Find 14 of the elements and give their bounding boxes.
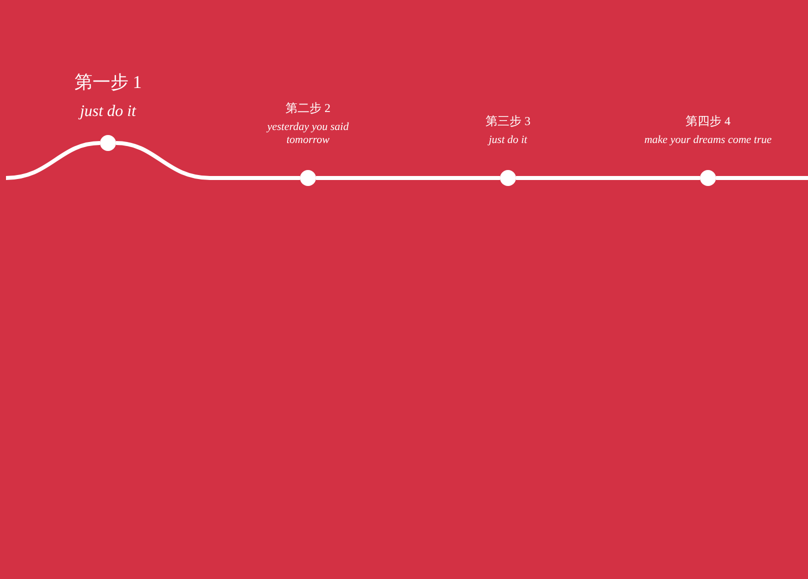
timeline-line	[516, 176, 700, 180]
timeline-step	[643, 114, 773, 186]
timeline-line	[716, 176, 808, 180]
step-caption: yesterday you said tomorrow	[265, 121, 350, 147]
step-caption: make your dreams come true	[644, 134, 772, 147]
step-caption: just do it	[488, 134, 528, 147]
timeline-line	[4, 141, 100, 180]
timeline-line	[116, 141, 300, 180]
step-heading: 第三步 3	[486, 114, 530, 128]
step-heading: 第四步 4	[686, 114, 730, 128]
timeline-line	[316, 176, 500, 180]
step-caption: just do it	[80, 102, 136, 122]
step-heading: 第一步 1	[74, 71, 142, 93]
step-heading: 第二步 2	[286, 101, 330, 115]
